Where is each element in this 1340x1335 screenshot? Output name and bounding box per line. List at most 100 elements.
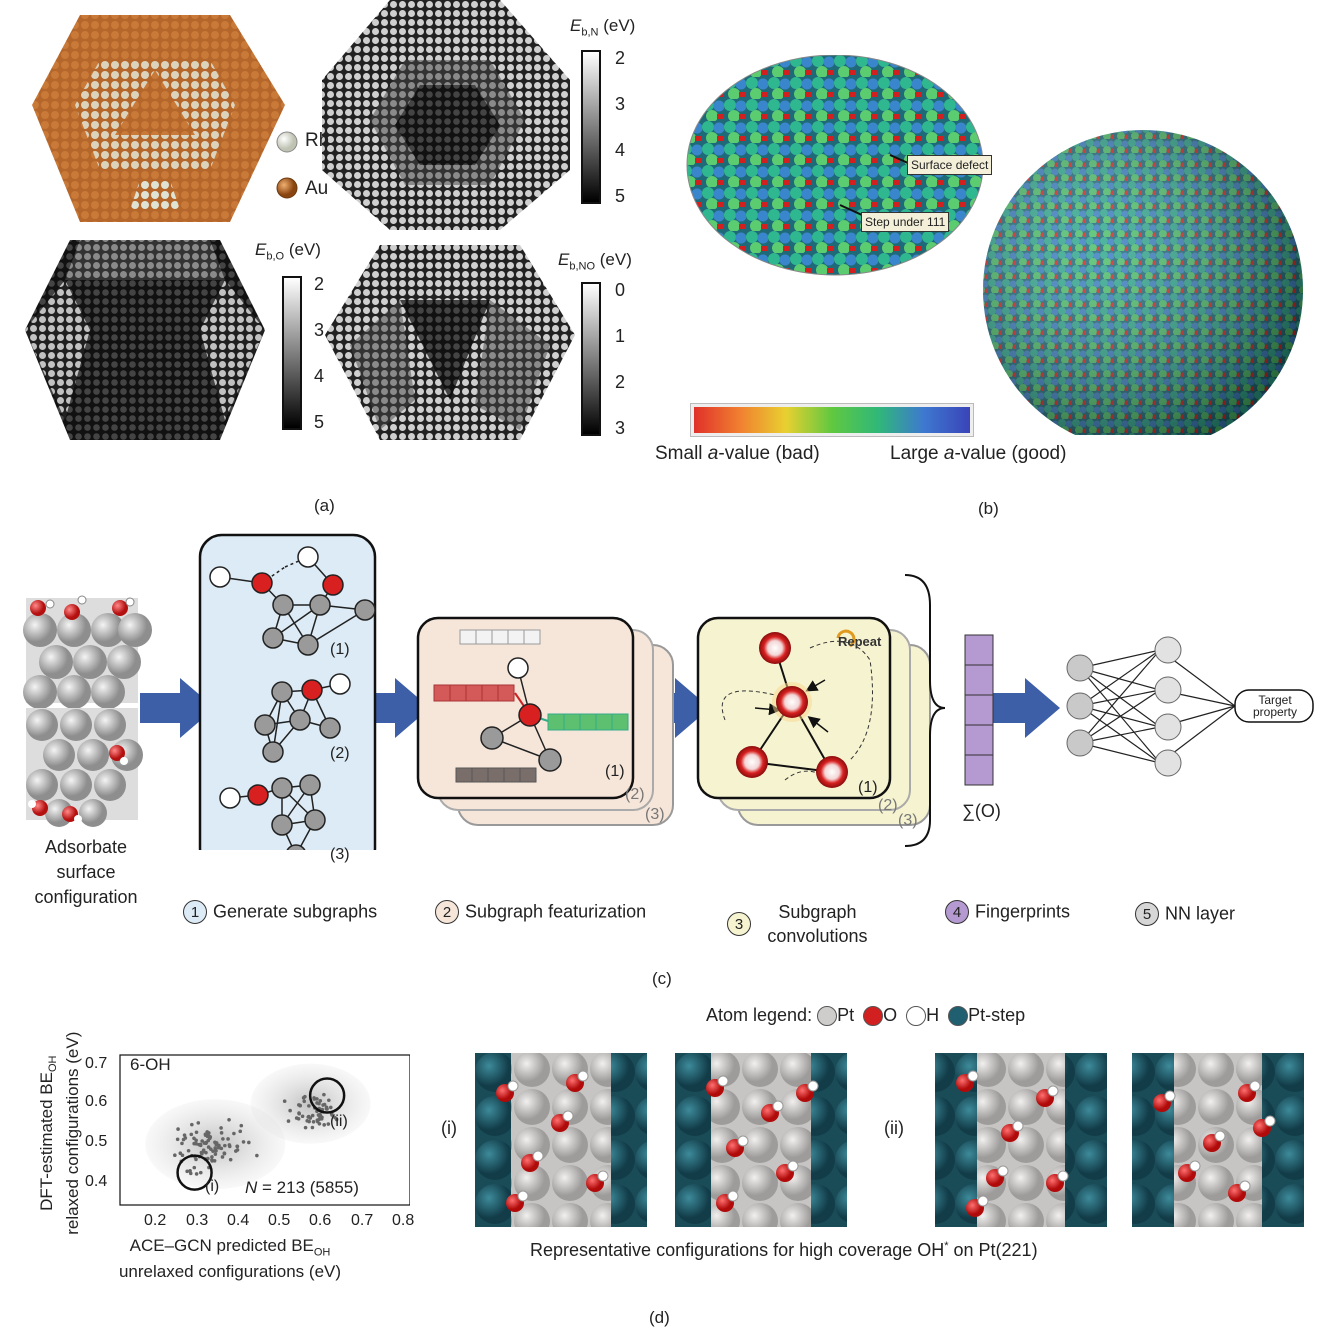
adsorbate-surface-top-view [26,708,143,827]
a-value-colorbar-frame [690,403,974,437]
x-tick: 0.8 [392,1212,415,1229]
y-tick: 0.5 [85,1133,108,1150]
scatter-point [222,1151,227,1156]
scatter-point [223,1143,227,1148]
scatter-point [315,1118,320,1122]
y-tick: 0.6 [85,1093,108,1110]
x-axis-label-line2: unrelaxed configurations (eV) [118,1262,342,1282]
highlight-circle [176,1154,213,1191]
rh-legend-label: Rh [305,130,330,151]
au-legend-label: Au [305,178,329,199]
featurization-layer-label-3: (3) [645,806,665,823]
atom-legend-title: Atom legend: [706,1005,813,1025]
scatter-point [207,1131,211,1135]
panel-d-caption: (d) [649,1308,670,1327]
scatter-point [210,1158,214,1162]
scatter-point [238,1129,243,1134]
y-axis-label-line1: DFT-estimated BEOH [36,1055,60,1211]
scatter-point [175,1137,180,1142]
scatter-point [322,1123,326,1127]
scatter-point [212,1158,217,1163]
atom-legend: Atom legend: Pt O H Pt-step [706,1005,1026,1027]
scatter-point [196,1121,201,1125]
scatter-point [334,1117,339,1122]
scatter-point [182,1133,187,1137]
h-atom-swatch [906,1006,927,1027]
scatter-point [328,1105,333,1110]
ebn-colorbar [581,50,601,204]
scatter-point [294,1116,299,1120]
ebn-tick: 4 [615,140,626,160]
scatter-point [219,1126,223,1130]
y-axis-label-line2: relaxed configurations (eV) [63,1031,83,1235]
scatter-point [315,1097,319,1101]
scatter-point [173,1153,177,1158]
ebo-tick: 3 [314,320,325,340]
config-caption: Representative configurations for high c… [530,1240,1038,1260]
scatter-point [318,1114,322,1119]
scatter-point [198,1170,203,1175]
scatter-point [190,1122,194,1127]
ebo-colorbar-title: Eb,O (eV) [255,240,321,263]
scatter-point [226,1137,230,1141]
scatter-point [219,1131,224,1135]
y-tick: 0.4 [85,1173,108,1190]
scatter-point [298,1103,302,1108]
scatter-point [227,1117,231,1122]
ebno-tick: 2 [615,372,626,392]
repeat-label: Repeat [838,634,882,649]
featurization-layer-label-1: (1) [605,763,625,780]
group-label-ii: (ii) [884,1118,904,1138]
scatter-point [183,1136,188,1140]
target-property-box [1234,689,1314,723]
scatter-point [247,1140,251,1145]
ebno-colorbar-title: Eb,NO (eV) [558,250,632,273]
chart-title: 6-OH [130,1055,171,1074]
configuration-image [1132,1053,1304,1227]
small-a-value-label: Small a-value (bad) [655,443,820,464]
scatter-point [321,1103,325,1107]
panel-a-figure [25,0,575,440]
scatter-point [302,1099,307,1104]
scatter-point [221,1137,225,1141]
generate-subgraphs-box [198,533,377,850]
scatter-point [282,1099,287,1104]
scatter-point [235,1144,240,1149]
x-axis-label-line1: ACE–GCN predicted BEOH [129,1236,331,1259]
ebno-tick: 0 [615,280,626,300]
ebn-colorbar-title: Eb,N (eV) [570,16,636,39]
pt-atom-swatch [817,1006,838,1027]
x-tick: 0.5 [268,1212,291,1229]
chart-annotation: N = 213 (5855) [245,1178,359,1197]
scatter-point [305,1119,310,1123]
o-atom-swatch [863,1006,884,1027]
scatter-point [204,1141,208,1146]
panel-b-caption: (b) [978,499,999,518]
scatter-point [307,1104,311,1108]
ebn-nanocluster [322,0,570,230]
step-badge-4: 4 [945,900,969,924]
fingerprint-vector [964,634,994,786]
scatter-point [300,1114,305,1119]
convolution-layer-label-2: (2) [878,797,898,814]
scatter-point [211,1149,215,1153]
a-value-colorbar [694,407,970,433]
scatter-point [188,1169,192,1173]
scatter-point [213,1152,218,1156]
ebn-tick: 3 [615,94,626,114]
convolution-layer-label-3: (3) [898,812,918,829]
scatter-point [194,1138,198,1143]
ebo-tick: 4 [314,366,325,386]
density-blob [250,1063,371,1144]
step-legend-3: 3 Subgraph convolutions [727,900,873,948]
panel-b-figure [686,55,1303,435]
subgraph-featurization-stack [416,616,674,826]
highlight-circle [308,1077,346,1114]
scatter-point [288,1108,292,1113]
large-a-value-label: Large a-value (good) [890,443,1067,464]
scatter-point [239,1123,244,1128]
scatter-point [310,1113,315,1118]
x-tick: 0.2 [144,1212,167,1229]
